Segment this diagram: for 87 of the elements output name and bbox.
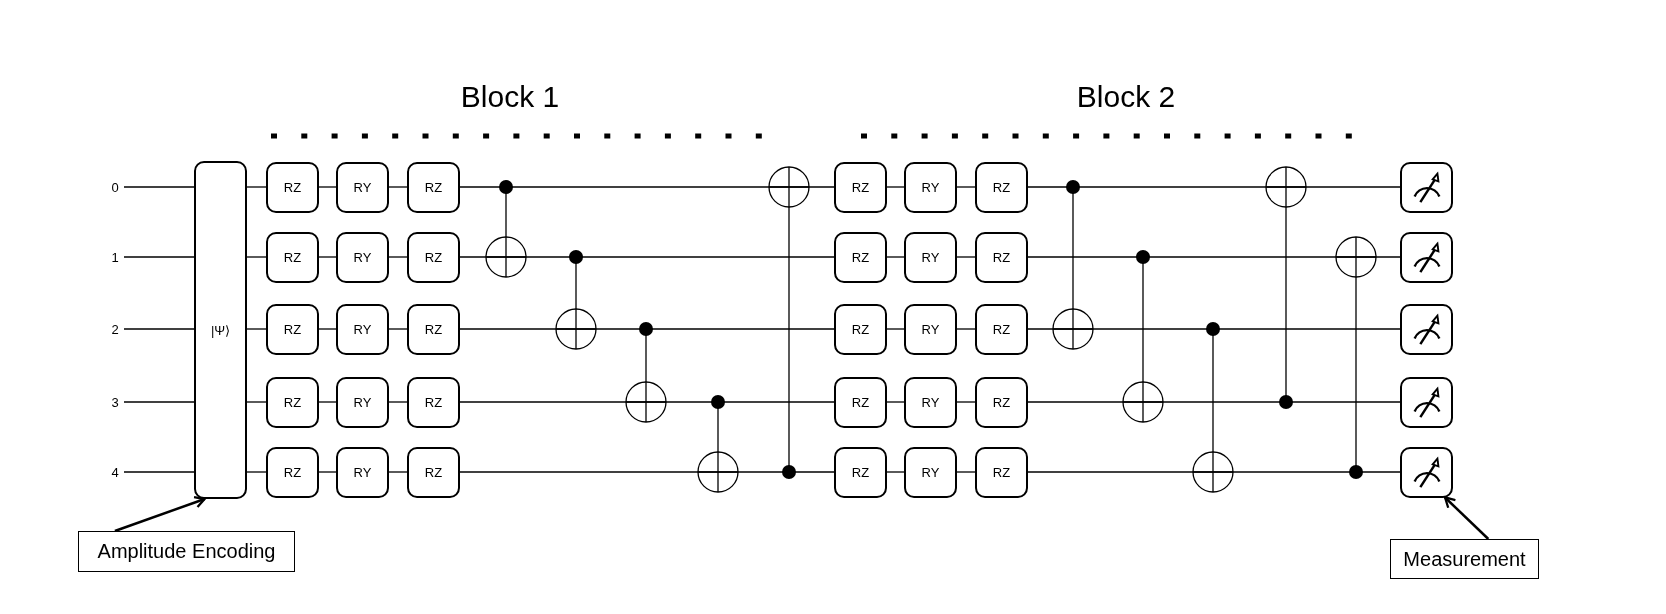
wire-line bbox=[123, 401, 195, 403]
wire-line bbox=[388, 471, 408, 473]
rotation-gate-box: RZ bbox=[834, 303, 887, 355]
rotation-gate-box: RZ bbox=[834, 231, 887, 283]
wire-line bbox=[318, 471, 337, 473]
wire-line bbox=[246, 186, 267, 188]
rotation-gate-box: RY bbox=[336, 303, 389, 355]
rotation-gate-box: RZ bbox=[407, 376, 460, 428]
rotation-gate-box: RY bbox=[336, 161, 389, 213]
wire-line bbox=[956, 256, 976, 258]
measurement-gate-box bbox=[1400, 231, 1453, 283]
rotation-gate-box: RZ bbox=[975, 376, 1028, 428]
rotation-gate-box: RY bbox=[904, 376, 957, 428]
encoding-gate-box: |Ψ⟩ bbox=[194, 161, 247, 499]
wire-line bbox=[1027, 471, 1401, 473]
qubit-index-label: 2 bbox=[106, 319, 124, 339]
wire-line bbox=[886, 186, 905, 188]
rotation-gate-box: RZ bbox=[266, 376, 319, 428]
wire-line bbox=[318, 186, 337, 188]
wire-line bbox=[459, 256, 835, 258]
wire-line bbox=[886, 401, 905, 403]
wire-line bbox=[388, 256, 408, 258]
wire-line bbox=[1027, 328, 1401, 330]
wire-line bbox=[956, 471, 976, 473]
qubit-index-label: 0 bbox=[106, 177, 124, 197]
rotation-gate-box: RZ bbox=[407, 446, 460, 498]
wire-line bbox=[956, 186, 976, 188]
rotation-gate-box: RZ bbox=[407, 161, 460, 213]
leader-arrow bbox=[1443, 496, 1490, 540]
rotation-gate-box: RZ bbox=[975, 231, 1028, 283]
wire-line bbox=[123, 471, 195, 473]
rotation-gate-box: RZ bbox=[975, 446, 1028, 498]
wire-line bbox=[459, 186, 835, 188]
rotation-gate-box: RZ bbox=[834, 376, 887, 428]
wire-line bbox=[956, 401, 976, 403]
wire-line bbox=[1027, 256, 1401, 258]
wire-line bbox=[318, 401, 337, 403]
wire-line bbox=[388, 328, 408, 330]
wire-line bbox=[388, 186, 408, 188]
wire-line bbox=[246, 328, 267, 330]
rotation-gate-box: RY bbox=[336, 231, 389, 283]
wire-line bbox=[123, 328, 195, 330]
rotation-gate-box: RZ bbox=[266, 231, 319, 283]
wire-line bbox=[318, 256, 337, 258]
qubit-index-label: 3 bbox=[106, 392, 124, 412]
rotation-gate-box: RZ bbox=[407, 231, 460, 283]
rotation-gate-box: RY bbox=[904, 161, 957, 213]
rotation-gate-box: RY bbox=[336, 376, 389, 428]
rotation-gate-box: RZ bbox=[975, 303, 1028, 355]
wire-line bbox=[886, 471, 905, 473]
qubit-index-label: 4 bbox=[106, 462, 124, 482]
rotation-gate-box: RZ bbox=[975, 161, 1028, 213]
measurement-gate-box bbox=[1400, 303, 1453, 355]
wire-line bbox=[246, 401, 267, 403]
wire-line bbox=[123, 186, 195, 188]
block-title: Block 2 bbox=[1076, 80, 1176, 114]
measurement-gate-box bbox=[1400, 161, 1453, 213]
wire-line bbox=[123, 256, 195, 258]
callout-box: Amplitude Encoding bbox=[78, 531, 295, 572]
wire-line bbox=[1027, 186, 1401, 188]
wire-line bbox=[886, 256, 905, 258]
block-title: Block 1 bbox=[460, 80, 560, 114]
qubit-index-label: 1 bbox=[106, 247, 124, 267]
rotation-gate-box: RY bbox=[904, 231, 957, 283]
rotation-gate-box: RZ bbox=[266, 161, 319, 213]
wire-line bbox=[886, 328, 905, 330]
rotation-gate-box: RY bbox=[336, 446, 389, 498]
wire-line bbox=[318, 328, 337, 330]
wire-line bbox=[459, 401, 835, 403]
measurement-gate-box bbox=[1400, 446, 1453, 498]
rotation-gate-box: RZ bbox=[266, 303, 319, 355]
rotation-gate-box: RZ bbox=[266, 446, 319, 498]
rotation-gate-box: RZ bbox=[834, 446, 887, 498]
leader-arrow bbox=[114, 496, 206, 533]
rotation-gate-box: RZ bbox=[407, 303, 460, 355]
wire-line bbox=[956, 328, 976, 330]
rotation-gate-box: RZ bbox=[834, 161, 887, 213]
callout-box: Measurement bbox=[1390, 539, 1539, 579]
wire-line bbox=[459, 471, 835, 473]
rotation-gate-box: RY bbox=[904, 446, 957, 498]
wire-line bbox=[388, 401, 408, 403]
wire-line bbox=[246, 471, 267, 473]
wire-line bbox=[246, 256, 267, 258]
rotation-gate-box: RY bbox=[904, 303, 957, 355]
wire-line bbox=[459, 328, 835, 330]
measurement-gate-box bbox=[1400, 376, 1453, 428]
wire-line bbox=[1027, 401, 1401, 403]
